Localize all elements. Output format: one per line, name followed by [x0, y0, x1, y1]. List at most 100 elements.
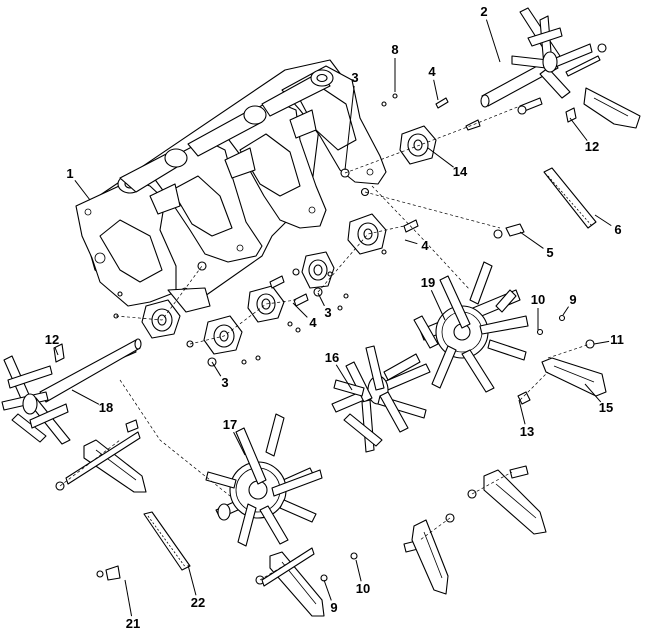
leader-line: [317, 292, 325, 307]
callout-10: 10: [531, 292, 545, 330]
leader-line: [355, 559, 362, 582]
left-shaft-rotor: [1, 338, 142, 445]
bearing-middle: [301, 251, 335, 289]
leader-line: [233, 431, 246, 456]
rotor-19: [413, 261, 529, 393]
hardware-small: [53, 93, 595, 585]
callout-6: 6: [594, 214, 622, 237]
leader-line: [594, 214, 612, 227]
callout-label: 18: [99, 400, 113, 415]
frame-assembly: [75, 59, 387, 313]
callout-label: 19: [421, 275, 435, 290]
callout-label: 12: [585, 139, 599, 154]
leader-line: [54, 347, 59, 356]
callout-label: 12: [45, 332, 59, 347]
blade-lower-center: [261, 547, 325, 617]
leader-line: [433, 79, 439, 101]
callout-label: 14: [453, 164, 468, 179]
leader-line: [593, 340, 610, 345]
leader-line: [485, 19, 501, 63]
callout-layer: 1233344456899101011121213141516171819212…: [45, 4, 624, 631]
callout-label: 9: [330, 600, 337, 615]
leader-line: [335, 364, 353, 391]
callout-16: 16: [325, 350, 353, 391]
callout-label: 3: [221, 375, 228, 390]
callout-label: 21: [126, 616, 140, 631]
callout-18: 18: [71, 389, 113, 415]
callout-17: 17: [223, 417, 246, 456]
leader-line: [74, 180, 91, 201]
leader-line: [584, 383, 602, 403]
leader-line: [124, 579, 133, 617]
leader-line: [344, 85, 355, 171]
leader-line: [519, 231, 544, 249]
callout-label: 1: [66, 166, 73, 181]
callout-13: 13: [518, 399, 534, 439]
upper-shaft-rotor: [480, 7, 641, 129]
leader-line: [427, 147, 454, 168]
callout-4: 4: [292, 302, 317, 330]
blade-lower-right: [483, 469, 547, 535]
callout-3: 3: [211, 361, 229, 390]
callout-label: 4: [428, 64, 436, 79]
callout-12: 12: [569, 117, 599, 154]
chain-22: [143, 511, 191, 571]
rotor-17: [205, 413, 323, 547]
callout-label: 17: [223, 417, 237, 432]
callout-4: 4: [404, 238, 429, 253]
callout-21: 21: [124, 579, 140, 631]
callout-label: 6: [614, 222, 621, 237]
callout-19: 19: [421, 275, 446, 321]
leader-line: [562, 306, 569, 316]
leader-line: [518, 399, 526, 425]
callout-label: 2: [480, 4, 487, 19]
bearing-lower: [203, 315, 243, 355]
leader-line: [323, 579, 332, 601]
callout-3: 3: [317, 292, 332, 320]
leader-line: [569, 117, 588, 141]
bearing-14: [399, 125, 437, 165]
callout-label: 4: [421, 238, 429, 253]
leader-line: [292, 302, 308, 318]
leader-line: [187, 564, 197, 596]
leader-line: [404, 239, 418, 245]
callout-11: 11: [593, 332, 624, 347]
bearing-center: [247, 285, 285, 323]
callout-5: 5: [519, 231, 554, 260]
callout-label: 10: [356, 581, 370, 596]
callout-14: 14: [427, 147, 468, 179]
leader-line: [71, 389, 100, 405]
chain-6: [543, 167, 597, 229]
callout-label: 16: [325, 350, 339, 365]
callout-label: 22: [191, 595, 205, 610]
leader-line: [211, 361, 222, 377]
bearing-middle-right: [347, 213, 387, 255]
callout-3: 3: [344, 70, 359, 171]
callout-label: 9: [569, 292, 576, 307]
callout-label: 8: [391, 42, 398, 57]
callout-label: 5: [546, 245, 553, 260]
leader-line: [430, 290, 446, 321]
callout-15: 15: [584, 383, 613, 415]
callout-label: 3: [351, 70, 358, 85]
callout-10: 10: [355, 559, 370, 596]
blade-lower-left: [65, 431, 147, 493]
callout-label: 11: [610, 332, 624, 347]
callout-1: 1: [66, 166, 91, 201]
callout-2: 2: [480, 4, 501, 63]
blade-15: [541, 357, 607, 397]
blade-lower-mid: [411, 519, 449, 595]
callout-9: 9: [323, 579, 338, 615]
callout-label: 10: [531, 292, 545, 307]
callout-12: 12: [45, 332, 59, 356]
rotor-16: [331, 345, 431, 453]
callout-22: 22: [187, 564, 205, 610]
callout-label: 15: [599, 400, 613, 415]
callout-label: 4: [309, 315, 317, 330]
callout-label: 13: [520, 424, 534, 439]
callout-8: 8: [391, 42, 399, 92]
callout-4: 4: [428, 64, 439, 101]
alignment-lines: [59, 105, 591, 581]
bearing-left: [141, 299, 181, 339]
